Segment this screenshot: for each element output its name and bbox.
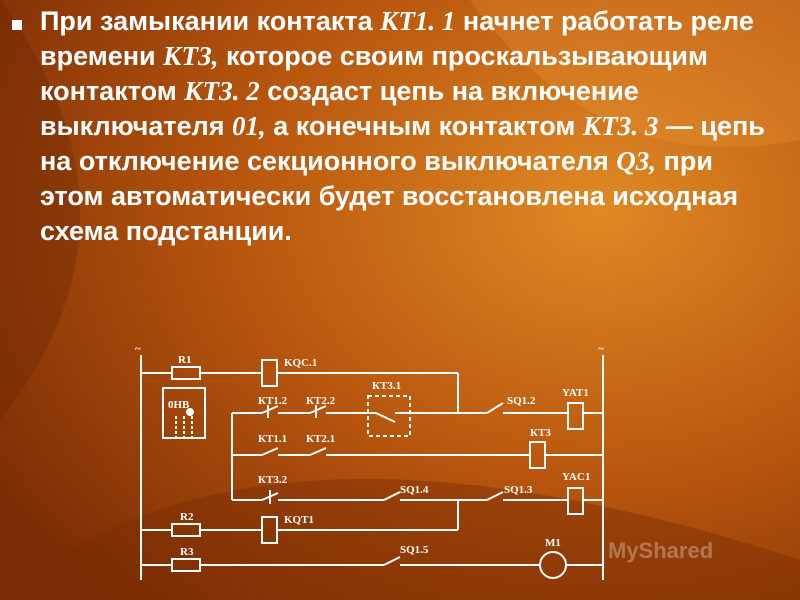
- label-sq14: SQ1.4: [400, 484, 429, 496]
- relay-coil-kqc1: [261, 359, 278, 387]
- label-kt21: КТ2.1: [306, 433, 335, 445]
- label-r2: R2: [180, 511, 194, 523]
- paragraph-run: при этом автоматически будет восстановле…: [40, 146, 739, 246]
- paragraph-run: создаст цепь на включение выключателя: [40, 76, 639, 141]
- watermark: MyShared: [608, 538, 714, 563]
- relay-coil-kt3: [529, 441, 546, 469]
- relay-coil-kqt1: [261, 516, 278, 544]
- label-r1: R1: [178, 354, 191, 366]
- paragraph-run: Q3,: [616, 146, 657, 176]
- label-r3: R3: [180, 546, 194, 558]
- paragraph-run: КТЗ. 3: [582, 111, 659, 141]
- label-yat1: YAT1: [562, 387, 589, 399]
- label-kt12: КТ1.2: [258, 395, 288, 407]
- label-kqc1: KQC.1: [284, 357, 317, 369]
- resistor-r3: [171, 558, 201, 572]
- label-m1: M1: [545, 537, 561, 549]
- label-tilde-right: ~: [598, 343, 604, 355]
- paragraph-run: а конечным контактом: [265, 111, 583, 141]
- bullet-point: [12, 20, 22, 30]
- label-sq13: SQ1.3: [504, 484, 533, 496]
- paragraph-run: КТЗ,: [163, 41, 219, 71]
- label-ohb: 0НВ: [168, 399, 190, 411]
- paragraph-run: КТЗ. 2: [184, 76, 260, 106]
- relay-coil-yac1: [567, 487, 584, 515]
- label-yac1: YAC1: [562, 471, 590, 483]
- kt31-box: [367, 395, 411, 437]
- paragraph-run: 01,: [232, 111, 266, 141]
- label-kt3: КТ3: [530, 427, 551, 439]
- motor-m1: [539, 551, 567, 579]
- label-kt11: КТ1.1: [258, 433, 287, 445]
- label-sq12: SQ1.2: [507, 395, 536, 407]
- resistor-r1: [171, 366, 201, 380]
- label-tilde-left: ~: [135, 343, 141, 355]
- label-kt31: КТ3.1: [372, 380, 401, 392]
- label-kt22: КТ2.2: [306, 395, 336, 407]
- slide-paragraph: При замыкании контакта КТ1. 1 начнет раб…: [40, 4, 780, 249]
- relay-coil-yat1: [567, 402, 584, 430]
- label-kqt1: KQT1: [284, 514, 314, 526]
- paragraph-run: начнет работать реле времени: [40, 6, 754, 71]
- paragraph-run: При замыкании контакта: [40, 6, 381, 36]
- label-kt32: КТ3.2: [258, 474, 288, 486]
- label-sq15: SQ1.5: [400, 544, 429, 556]
- paragraph-run: — цепь на отключение секционного выключа…: [40, 111, 765, 176]
- paragraph-run: КТ1. 1: [380, 6, 456, 36]
- resistor-r2: [171, 523, 201, 537]
- paragraph-run: которое своим проскальзывающим контактом: [40, 41, 708, 106]
- ohb-block: [162, 387, 206, 439]
